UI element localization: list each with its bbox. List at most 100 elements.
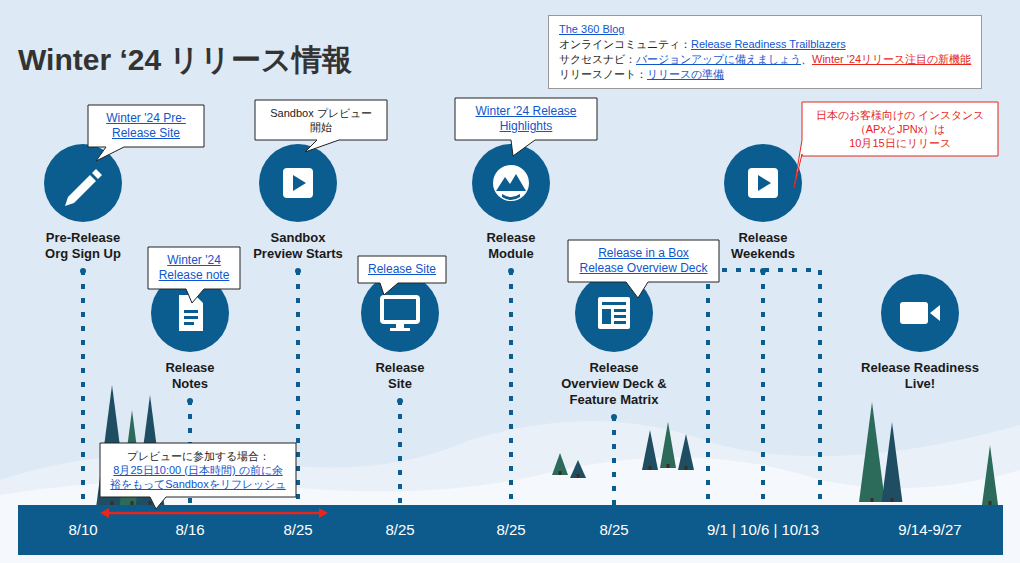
tree [882, 422, 903, 502]
title: Winter ‘24 リリース情報 [18, 40, 352, 81]
milestone-node: Release Readiness Live! [855, 274, 985, 392]
milestone-label: Sandbox Preview Starts [250, 230, 346, 262]
speech-bubble [794, 102, 998, 188]
pencil-icon [92, 169, 102, 179]
callout-box: 日本のお客様向けの インスタンス（APxとJPNx）は 10月15日にリリース [802, 102, 998, 156]
arrow-head [100, 508, 109, 518]
callout-text: Release in a Box [576, 246, 711, 261]
speech-bubble [100, 443, 296, 509]
pencil-icon [65, 175, 96, 206]
tree-trunk [649, 466, 652, 470]
milestone-node: Pre-Release Org Sign Up [38, 144, 128, 262]
arrow-line [106, 512, 322, 515]
milestone-circle [724, 144, 802, 222]
tree-trunk [685, 466, 688, 470]
date-label: 8/25 [599, 521, 628, 538]
milestone-circle [361, 274, 439, 352]
tree [660, 422, 676, 468]
callout-text: Winter '24 Release Highlights [463, 104, 589, 134]
callout-box: Release in a BoxRelease Overview Deck [568, 240, 719, 282]
callout-box: Sandbox プレビュー 開始 [255, 100, 387, 140]
tree-trunk [577, 474, 580, 478]
milestone-node: Release Overview Deck & Feature Matrix [561, 274, 668, 408]
tree [859, 402, 885, 502]
milestone-icon [361, 274, 439, 352]
play-icon [283, 168, 313, 198]
callout-text: Release Site [366, 262, 438, 277]
link-text: オンラインコミュニティ： [559, 38, 691, 50]
monitor-icon [382, 297, 418, 322]
tree-trunk [891, 498, 894, 502]
tree [570, 460, 586, 478]
link-text: Winter '24リリース注目の新機能 [812, 53, 971, 65]
milestone-node: Release Weekends [723, 144, 803, 262]
dashed-connector [398, 400, 402, 505]
connector-dot [80, 268, 86, 274]
tree-trunk [871, 498, 874, 502]
callout-text: Winter '24 Pre-Release Site [96, 111, 196, 141]
connector-dot [508, 268, 514, 274]
milestone-circle [881, 274, 959, 352]
tree-trunk [559, 471, 562, 475]
trail-icon [496, 174, 526, 191]
milestone-label: Release Overview Deck & Feature Matrix [561, 360, 668, 408]
link-text: サクセスナビ： [559, 53, 636, 65]
tree [678, 434, 694, 470]
date-label: 9/1 | 10/6 | 10/13 [707, 521, 819, 538]
callout-text: 日本のお客様向けの インスタンス（APxとJPNx）は 10月15日にリリース [810, 108, 990, 150]
document-icon [184, 310, 198, 325]
milestone-icon [881, 274, 959, 352]
milestone-circle [44, 144, 122, 222]
callout-box: Winter '24 Release Highlights [455, 98, 597, 140]
tree-trunk [667, 464, 670, 468]
milestone-icon [44, 144, 122, 222]
tree [642, 430, 658, 470]
arrow-head [319, 508, 328, 518]
link-line: リリースノート：リリースの準備 [559, 67, 971, 82]
tree [982, 445, 998, 505]
connector-dot [760, 268, 766, 274]
link-box: The 360 Blog オンラインコミュニティ：Release Readines… [548, 15, 982, 89]
play-icon [748, 168, 778, 198]
dashed-line [706, 270, 710, 505]
callout-text: プレビューに参加する場合： [108, 449, 288, 463]
milestone-label: Pre-Release Org Sign Up [38, 230, 128, 262]
milestone-node: Release Module [472, 144, 550, 262]
milestone-node: Release Site [361, 274, 439, 392]
video-icon [900, 302, 928, 324]
callout-box: Release Site [358, 256, 446, 283]
callout-box: Winter '24 Release note [148, 247, 240, 289]
milestone-label: Release Site [370, 360, 430, 392]
link-text: リリースの準備 [647, 68, 724, 80]
connector-dot [611, 414, 617, 420]
link-text: 、 [801, 53, 812, 65]
monitor-icon [390, 324, 410, 331]
link-line: サクセスナビ：バージョンアップに備えましょう、Winter '24リリース注目の… [559, 52, 971, 67]
milestone-label: Release Readiness Live! [855, 360, 985, 392]
milestone-node: Sandbox Preview Starts [250, 144, 346, 262]
callout-text: Release Overview Deck [576, 261, 711, 276]
link-line: オンラインコミュニティ：Release Readiness Trailblaze… [559, 37, 971, 52]
deck-icon [602, 302, 626, 324]
link-text: リリースノート： [559, 68, 647, 80]
dashed-connector [761, 270, 765, 505]
milestone-circle [259, 144, 337, 222]
speech-bubble [88, 105, 204, 161]
speech-bubble [255, 100, 387, 152]
milestone-label: Release Module [476, 230, 546, 262]
date-label: 8/16 [175, 521, 204, 538]
link-text: The 360 Blog [559, 23, 624, 35]
date-label: 8/25 [283, 521, 312, 538]
date-label: 8/25 [385, 521, 414, 538]
connector-dot [397, 398, 403, 404]
link-text: バージョンアップに備えましょう [636, 53, 801, 65]
play-icon [758, 175, 771, 191]
dashed-connector [81, 270, 85, 505]
link-line: The 360 Blog [559, 22, 971, 37]
dashed-connector [612, 416, 616, 505]
tree [552, 453, 568, 475]
deck-icon [598, 297, 630, 329]
video-icon [930, 305, 940, 321]
